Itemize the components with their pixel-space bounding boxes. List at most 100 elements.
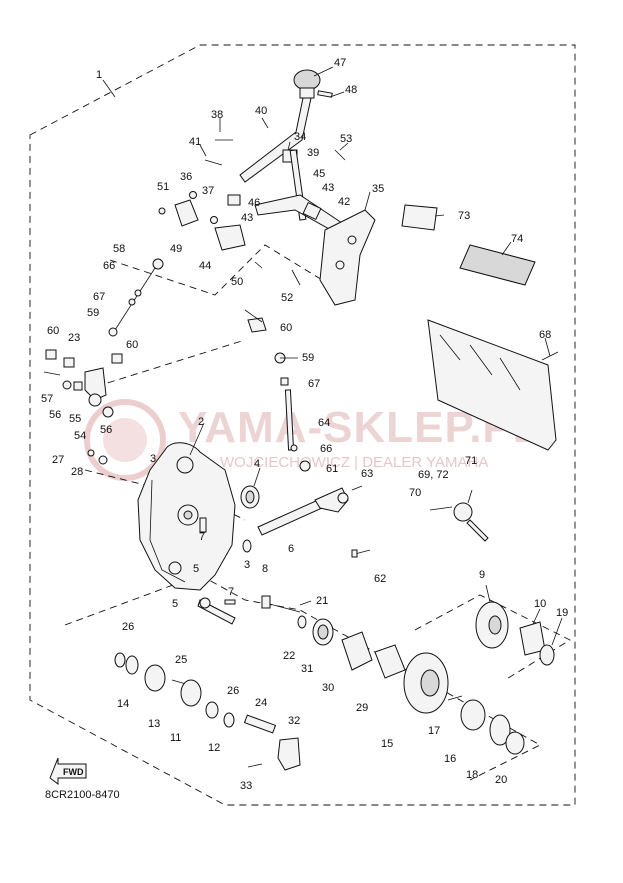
callout-45: 45: [313, 168, 325, 180]
callout-11: 11: [170, 732, 181, 744]
callout-26-right: 26: [227, 685, 239, 697]
callout-48: 48: [345, 84, 357, 96]
nut-66-right: [290, 444, 298, 452]
collar-55: [73, 381, 83, 391]
rod-58: [114, 267, 156, 331]
callout-10: 10: [534, 598, 546, 610]
callout-56-right: 56: [100, 424, 112, 436]
callout-35: 35: [372, 183, 384, 195]
callout-18: 18: [466, 769, 478, 781]
callout-67-left: 67: [93, 291, 105, 303]
subassembly-outline-top: [109, 244, 356, 301]
collar-23: [63, 357, 75, 368]
callout-43-lower: 43: [241, 212, 253, 224]
nut-60-mid: [111, 353, 123, 364]
callout-22: 22: [283, 650, 295, 662]
callout-29: 29: [356, 702, 368, 714]
arm-pivot: [88, 393, 102, 407]
bolt-21-head: [261, 595, 271, 609]
pin-7-bottom: [224, 599, 236, 605]
bolt-27: [87, 449, 95, 457]
leader-47: [313, 66, 334, 77]
case-cover-boss-bottom: [168, 561, 182, 575]
callout-8: 8: [262, 563, 268, 575]
callout-63: 63: [361, 468, 373, 480]
callout-55: 55: [69, 413, 81, 425]
bolt-70: [429, 506, 453, 511]
callout-4: 4: [254, 458, 260, 470]
callout-59-left: 59: [87, 307, 99, 319]
callout-73: 73: [458, 210, 470, 222]
callout-27: 27: [52, 454, 64, 466]
callout-17: 17: [428, 725, 440, 737]
callout-7-lower: 7: [228, 586, 234, 598]
case-cover: [87, 442, 236, 591]
bolt-51: [158, 207, 166, 215]
leader-73: [434, 214, 445, 217]
callout-28: 28: [71, 466, 83, 478]
bolt-33: [247, 763, 263, 768]
shift-knob: [293, 69, 321, 91]
callout-21: 21: [316, 595, 328, 607]
sprocket-15-hub: [420, 669, 440, 697]
bolt-53: [334, 149, 346, 161]
callout-61: 61: [326, 463, 338, 475]
leader-4: [253, 467, 261, 487]
callout-66-left: 66: [103, 260, 115, 272]
oil-seal-4-center: [245, 490, 255, 504]
leader-74: [501, 241, 512, 256]
speed-sensor: [429, 489, 489, 542]
sensor-cable: [466, 519, 489, 542]
bracket-32: [277, 737, 301, 771]
leader-2: [189, 422, 205, 456]
panel-68-ribs: [439, 334, 521, 391]
watermark-subtitle: WOJCIECHOWICZ | DEALER YAMAHA: [220, 454, 488, 471]
callout-43-upper: 43: [322, 182, 334, 194]
dowel-7: [199, 517, 207, 533]
watermark-logo-ring: [84, 399, 166, 481]
callout-64: 64: [318, 417, 330, 429]
callout-57: 57: [41, 393, 53, 405]
collar-14: [125, 655, 139, 675]
callout-68: 68: [539, 329, 551, 341]
fwd-arrow: FWD: [49, 757, 87, 785]
shift-shaft: [257, 485, 371, 558]
callout-49: 49: [170, 243, 182, 255]
diagram-code: 8CR2100-8470: [45, 789, 120, 801]
shift-shaft-6: [257, 499, 323, 536]
leader-48: [329, 91, 345, 98]
callout-24: 24: [255, 697, 267, 709]
seals: [240, 485, 260, 553]
rod-end-61: [299, 460, 311, 472]
washer-26-left: [114, 652, 126, 668]
leader-34: [287, 141, 291, 151]
callout-16: 16: [444, 753, 456, 765]
rod-end-58: [152, 258, 164, 270]
oring-8: [242, 539, 252, 553]
leader-41: [199, 144, 207, 157]
leader-10: [532, 608, 541, 625]
callouts: 1 2 3 3 4 5 5 6 7 7 8 9 10 11 12 13 14 1…: [41, 57, 568, 792]
leader-9: [485, 584, 491, 603]
callout-5-lower: 5: [172, 598, 178, 610]
leader-35: [364, 191, 371, 211]
callout-50: 50: [231, 276, 243, 288]
washer-36: [189, 191, 197, 199]
assembly-boundary: [29, 44, 576, 806]
callout-leaders: [102, 66, 563, 646]
pin-48: [317, 90, 333, 98]
leader-53: [339, 142, 349, 151]
callout-38: 38: [211, 109, 223, 121]
fwd-arrow-shape: [49, 757, 87, 785]
shift-lever-assembly: [158, 69, 376, 306]
callout-42: 42: [338, 196, 350, 208]
gear-9-hub: [488, 615, 502, 635]
callout-7-upper: 7: [199, 531, 205, 543]
callout-59-right: 59: [302, 352, 314, 364]
callout-53: 53: [340, 133, 352, 145]
link-5-eye: [199, 597, 211, 609]
oring-28: [98, 455, 108, 465]
bolt-52: [291, 269, 301, 286]
callout-60-left: 60: [47, 325, 59, 337]
